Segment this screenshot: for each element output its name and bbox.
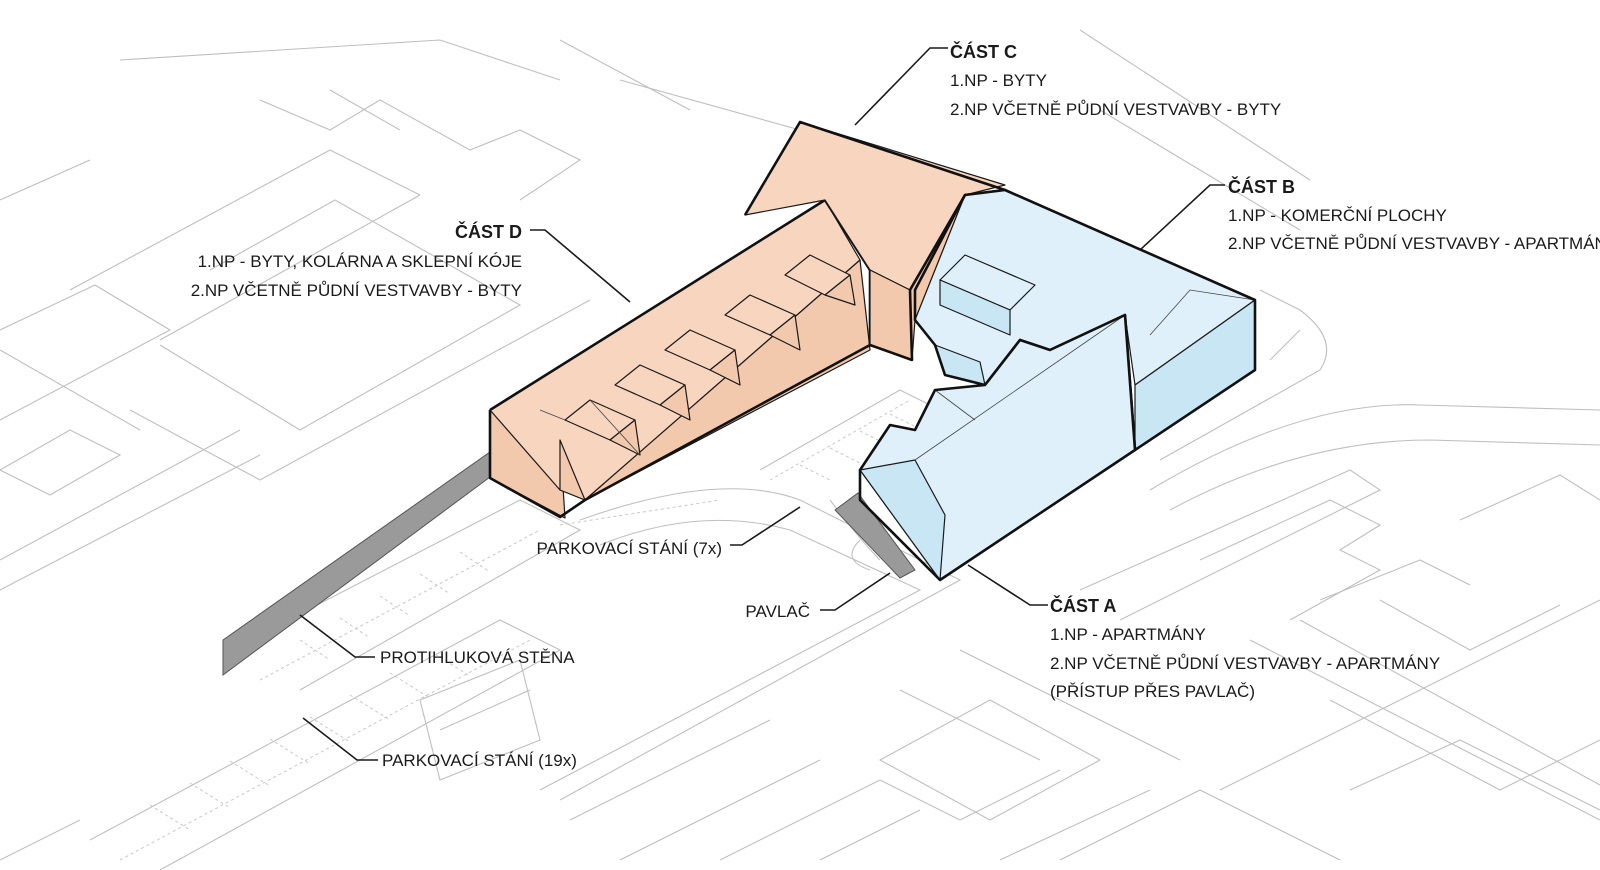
label-part-c-line-1: 1.NP - BYTY bbox=[950, 71, 1047, 90]
label-part-d: ČÁST D 1.NP - BYTY, KOLÁRNA A SKLEPNÍ KÓ… bbox=[191, 221, 522, 300]
label-noise-wall: PROTIHLUKOVÁ STĚNA bbox=[380, 648, 575, 667]
label-part-b-title: ČÁST B bbox=[1228, 176, 1295, 197]
label-part-c-line-2: 2.NP VČETNĚ PŮDNÍ VESTVAVBY - BYTY bbox=[950, 100, 1281, 119]
label-part-d-title: ČÁST D bbox=[455, 221, 522, 242]
noise-wall bbox=[222, 451, 491, 676]
label-part-c-title: ČÁST C bbox=[950, 41, 1017, 62]
label-part-b-line-1: 1.NP - KOMERČNÍ PLOCHY bbox=[1228, 206, 1447, 225]
label-part-d-line-2: 2.NP VČETNĚ PŮDNÍ VESTVAVBY - BYTY bbox=[191, 281, 522, 300]
label-parking-19: PARKOVACÍ STÁNÍ (19x) bbox=[382, 751, 577, 770]
label-parking-7: PARKOVACÍ STÁNÍ (7x) bbox=[537, 539, 722, 558]
dashed-boundary bbox=[559, 499, 721, 526]
label-part-a: ČÁST A 1.NP - APARTMÁNY 2.NP VČETNĚ PŮDN… bbox=[1050, 595, 1440, 701]
label-part-a-line-2: 2.NP VČETNĚ PŮDNÍ VESTVAVBY - APARTMÁNY bbox=[1050, 654, 1440, 673]
label-part-a-title: ČÁST A bbox=[1050, 595, 1116, 616]
leader-lines bbox=[299, 47, 1225, 761]
building-part-a bbox=[834, 313, 1137, 582]
label-part-c: ČÁST C 1.NP - BYTY 2.NP VČETNĚ PŮDNÍ VES… bbox=[950, 41, 1281, 119]
label-part-d-line-1: 1.NP - BYTY, KOLÁRNA A SKLEPNÍ KÓJE bbox=[198, 252, 522, 271]
building-part-d bbox=[488, 198, 872, 519]
label-part-a-line-1: 1.NP - APARTMÁNY bbox=[1050, 625, 1206, 644]
site-context bbox=[0, 29, 1600, 870]
gallery-pavlac bbox=[834, 492, 916, 579]
building-part-b bbox=[913, 188, 1257, 452]
label-part-b: ČÁST B 1.NP - KOMERČNÍ PLOCHY 2.NP VČETN… bbox=[1228, 176, 1600, 253]
label-part-b-line-2: 2.NP VČETNĚ PŮDNÍ VESTVAVBY - APARTMÁNY bbox=[1228, 234, 1600, 253]
label-gallery: PAVLAČ bbox=[745, 602, 810, 621]
label-part-a-line-3: (PŘÍSTUP PŘES PAVLAČ) bbox=[1050, 682, 1255, 701]
